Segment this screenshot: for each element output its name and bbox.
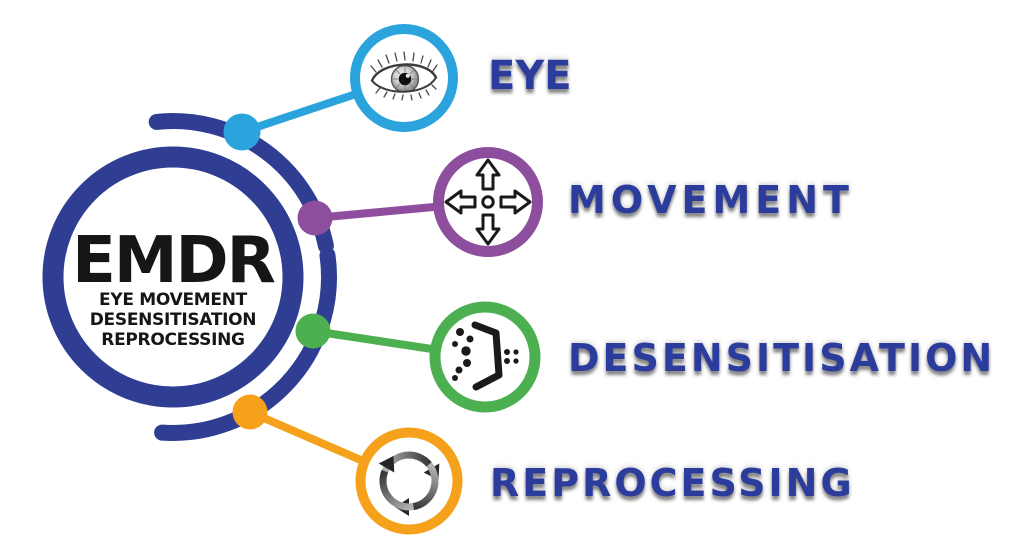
filter-dots-icon <box>452 321 519 391</box>
node-reprocessing <box>355 427 463 535</box>
emdr-logo-text: EMDR EYE MOVEMENT DESENSITISATION REPROC… <box>72 224 276 350</box>
cycle-arrows-icon <box>378 451 440 516</box>
node-movement <box>433 147 543 257</box>
icon-circle-reprocessing <box>355 427 463 535</box>
dot-reprocessing <box>232 394 268 430</box>
label-eye: EYE <box>488 53 572 99</box>
eyelashes <box>370 51 438 101</box>
dot-desensitisation <box>295 313 331 349</box>
emdr-subtitle-line-2: DESENSITISATION <box>89 310 257 330</box>
dot-movement <box>297 200 333 236</box>
emdr-acronym: EMDR <box>72 224 276 298</box>
icon-circle-desensitisation <box>429 301 541 413</box>
emdr-subtitle-line-3: REPROCESSING <box>101 330 245 350</box>
main-ring <box>42 146 304 408</box>
emdr-subtitle-line-1: EYE MOVEMENT <box>99 290 247 310</box>
node-desensitisation <box>429 301 541 413</box>
dot-eye <box>223 113 261 151</box>
ring-dots <box>223 113 333 430</box>
node-eye <box>350 24 458 132</box>
label-reprocessing: REPROCESSING <box>490 461 855 505</box>
emdr-subtitle: EYE MOVEMENT DESENSITISATION REPROCESSIN… <box>72 290 274 350</box>
eye-icon <box>370 51 438 101</box>
label-desensitisation: DESENSITISATION <box>568 336 996 380</box>
outer-arc-bottom-segment <box>154 247 338 441</box>
move-arrows-icon <box>444 158 532 246</box>
label-movement: MOVEMENT <box>568 178 854 222</box>
